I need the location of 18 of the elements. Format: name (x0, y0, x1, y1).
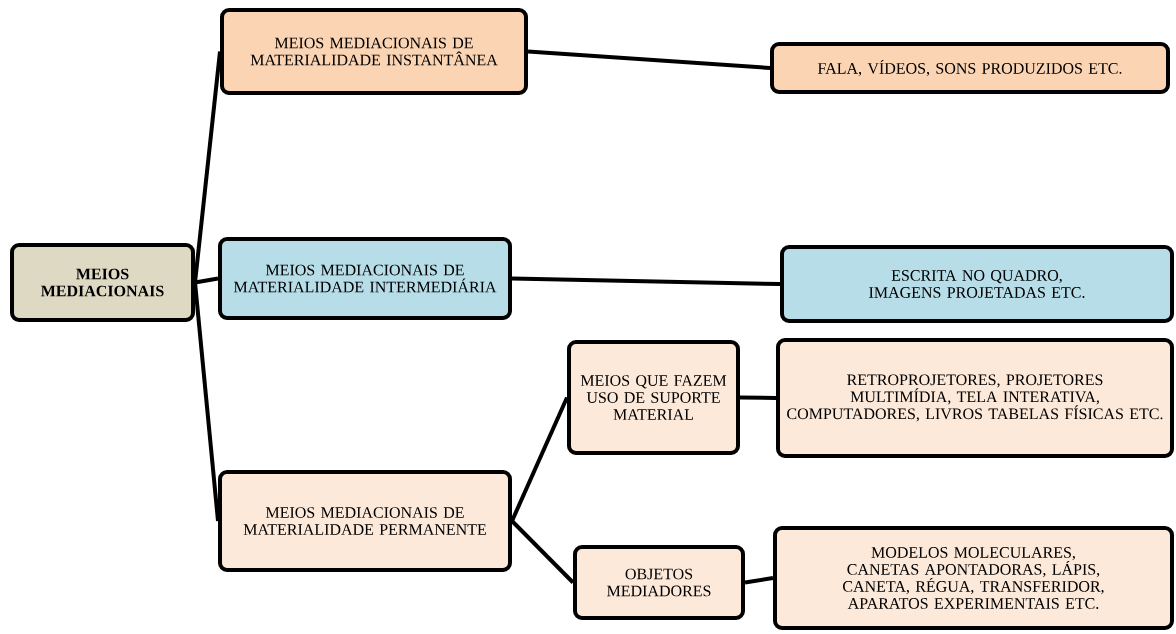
connector-line (510, 396, 569, 522)
mind-map-box: MODELOS MOLECULARES, CANETAS APONTADORAS, LÁPIS, CANETA, RÉGUA, TRANSFERIDOR, APARATOS EXPERIMENTAIS ETC. (773, 526, 1174, 630)
mind-map-box: MEIOS QUE FAZEM USO DE SUPORTE MATERIAL (567, 340, 740, 455)
mind-map-box: OBJETOS MEDIADORES (573, 545, 745, 620)
mind-map-box: RETROPROJETORES, PROJETORES MULTIMÍDIA, TELA INTERATIVA, COMPUTADORES, LIVROS TABELAS FÍSICAS ETC. (776, 338, 1174, 458)
mind-map-box: ESCRITA NO QUADRO, IMAGENS PROJETADAS ETC. (780, 245, 1174, 323)
mind-map-box: MEIOS MEDIACIONAIS DE MATERIALIDADE INSTANTÂNEA (220, 8, 528, 95)
mind-map-box: FALA, VÍDEOS, SONS PRODUZIDOS ETC. (770, 42, 1170, 94)
mind-map-box: MEIOS MEDIACIONAIS DE MATERIALIDADE PERMANENTE (218, 470, 512, 572)
connector-line (510, 519, 575, 584)
mind-map-box: MEIOS MEDIACIONAIS DE MATERIALIDADE INTERMEDIÁRIA (218, 237, 512, 320)
connector-line (740, 395, 777, 400)
connector-line (511, 276, 781, 286)
connector-line (744, 576, 774, 585)
connector-line (193, 282, 220, 522)
mind-map-box: MEIOS MEDIACIONAIS (10, 243, 195, 322)
connector-line (527, 49, 771, 70)
connector-line (194, 276, 219, 285)
